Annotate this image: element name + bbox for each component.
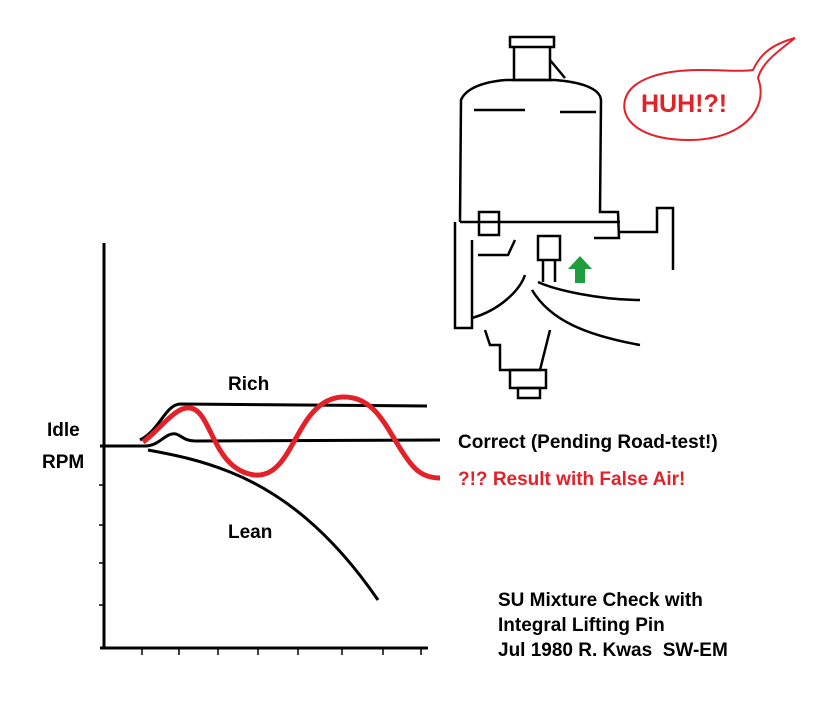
rpm-label: RPM xyxy=(42,452,85,473)
credit-line: Jul 1980 R. Kwas SW-EM xyxy=(498,640,728,661)
carburettor-illustration xyxy=(453,35,675,400)
idle-label: Idle xyxy=(47,420,80,441)
credit-line: Integral Lifting Pin xyxy=(498,615,665,636)
correct-curve xyxy=(100,432,441,448)
speech-bubble xyxy=(623,37,796,142)
credit-line: SU Mixture Check with xyxy=(498,590,703,611)
rich-curve xyxy=(139,402,428,442)
lean-label: Lean xyxy=(228,522,273,543)
speech-text: HUH!?! xyxy=(641,90,728,118)
up-arrow-icon xyxy=(568,256,592,283)
credit-block: SU Mixture Check with Integral Lifting P… xyxy=(498,588,728,663)
rich-label: Rich xyxy=(228,374,270,395)
lean-curve xyxy=(147,448,380,601)
false-air-label: ?!? Result with False Air! xyxy=(458,469,686,490)
correct-label: Correct (Pending Road-test!) xyxy=(458,432,718,453)
false-air-curve xyxy=(141,394,441,481)
